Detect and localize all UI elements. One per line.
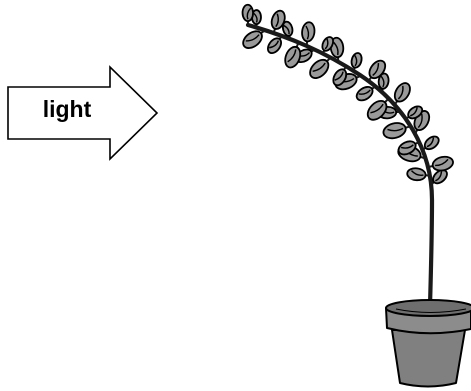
plant-stem	[248, 25, 432, 306]
light-label: light	[22, 96, 112, 123]
leaf	[242, 5, 253, 25]
flower-pot	[386, 300, 471, 387]
potted-plant	[240, 5, 471, 387]
soil	[386, 300, 471, 316]
